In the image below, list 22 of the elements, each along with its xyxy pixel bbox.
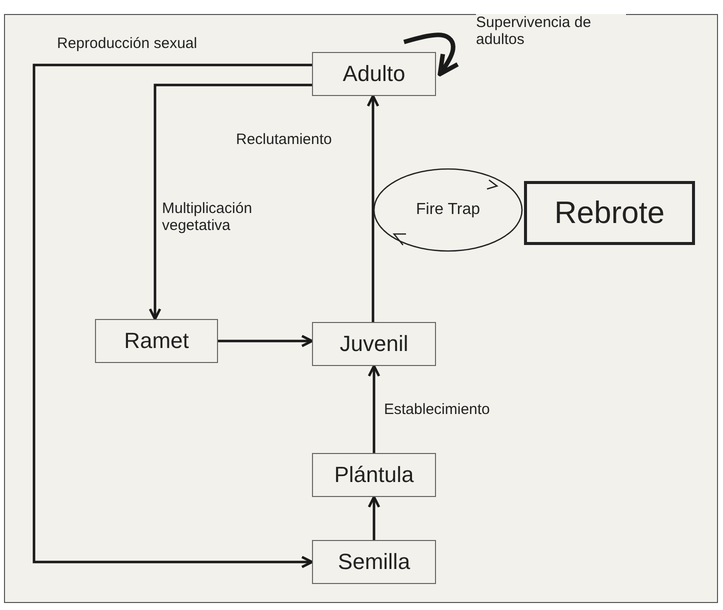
arrow bbox=[366, 94, 380, 322]
stage-label: Juvenil bbox=[340, 331, 408, 357]
arrow bbox=[368, 364, 380, 453]
stage-label: Ramet bbox=[124, 328, 189, 354]
self-loop-arrow bbox=[403, 32, 460, 76]
stage-label: Adulto bbox=[342, 61, 406, 87]
stage-box bbox=[312, 322, 436, 366]
stage-box bbox=[312, 52, 436, 96]
stage-box bbox=[95, 319, 218, 363]
stage-box bbox=[312, 453, 436, 497]
edge-label: Reproducción sexual bbox=[57, 35, 198, 52]
stage-label: Fire Trap bbox=[416, 201, 480, 219]
stage-box bbox=[524, 181, 695, 245]
cycle-ellipse bbox=[373, 168, 523, 252]
stage-label: Semilla bbox=[338, 549, 410, 575]
stage-box bbox=[312, 540, 436, 584]
arrow bbox=[368, 496, 380, 540]
arrow bbox=[148, 84, 312, 320]
arrow bbox=[32, 64, 314, 568]
arrow bbox=[218, 334, 314, 348]
stage-label: Plántula bbox=[334, 462, 414, 488]
stage-label: Rebrote bbox=[554, 195, 665, 231]
